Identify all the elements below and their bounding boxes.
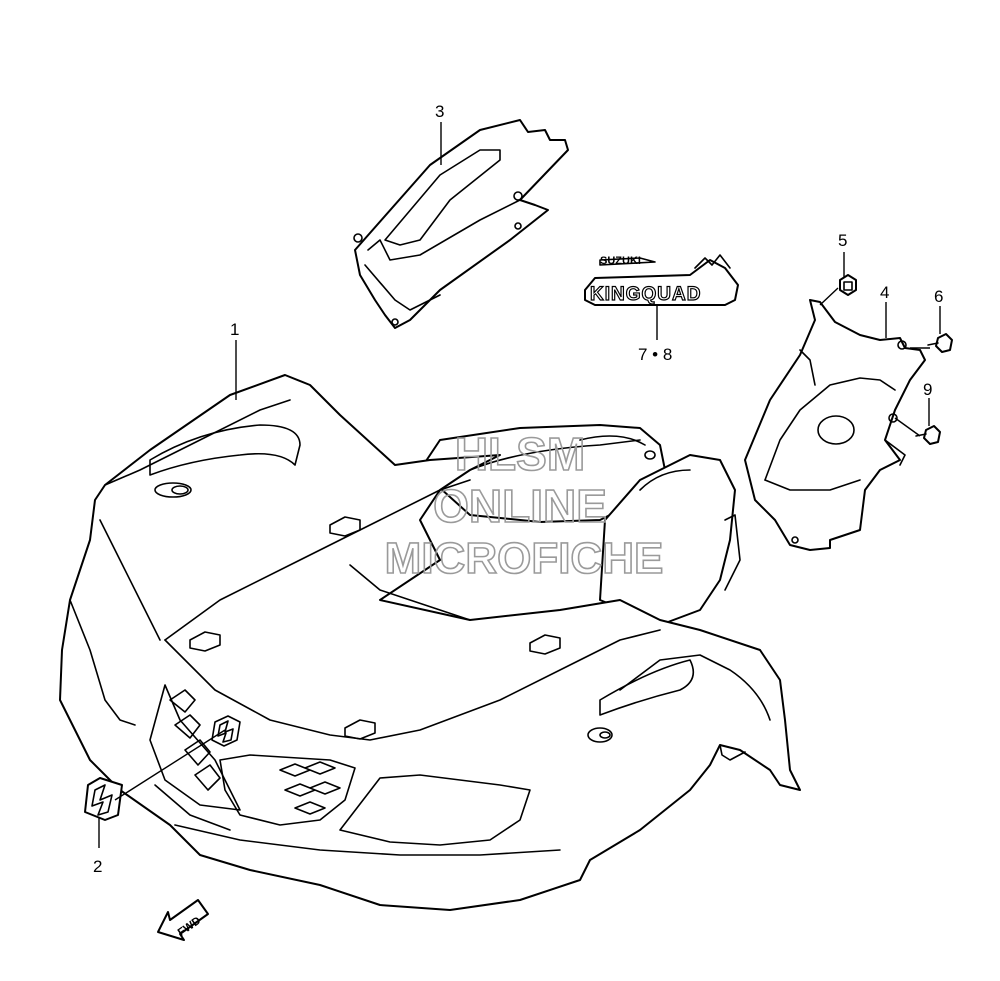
bolt-6 — [927, 333, 953, 353]
bolt-9 — [915, 425, 941, 445]
decal-small-text: SUZUKI — [600, 255, 641, 267]
callout-4: 4 — [880, 283, 889, 302]
callout-6: 6 — [934, 287, 943, 306]
callout-7-8: 7 • 8 — [638, 345, 672, 364]
callout-1: 1 — [230, 320, 239, 339]
callouts: 1 2 3 4 5 6 7 • 8 9 — [93, 102, 943, 876]
callout-3: 3 — [435, 102, 444, 121]
screw-5 — [839, 274, 857, 296]
callout-5: 5 — [838, 231, 847, 250]
side-cover — [353, 119, 569, 329]
suzuki-emblem — [84, 715, 241, 821]
callout-2: 2 — [93, 857, 102, 876]
side-guard — [744, 299, 926, 551]
watermark-line-1: HLSM — [455, 428, 585, 480]
leader-lines — [98, 122, 941, 848]
kingquad-decal: SUZUKI KINGQUAD — [584, 254, 739, 306]
decal-text: KINGQUAD — [590, 284, 701, 305]
fwd-arrow: FWD — [157, 899, 209, 941]
watermark-line-3: MICROFICHE — [385, 534, 664, 583]
callout-9: 9 — [923, 380, 932, 399]
front-fender — [59, 374, 801, 911]
watermark-line-2: ONLINE — [433, 480, 607, 532]
watermark: HLSM ONLINE MICROFICHE — [384, 427, 664, 584]
